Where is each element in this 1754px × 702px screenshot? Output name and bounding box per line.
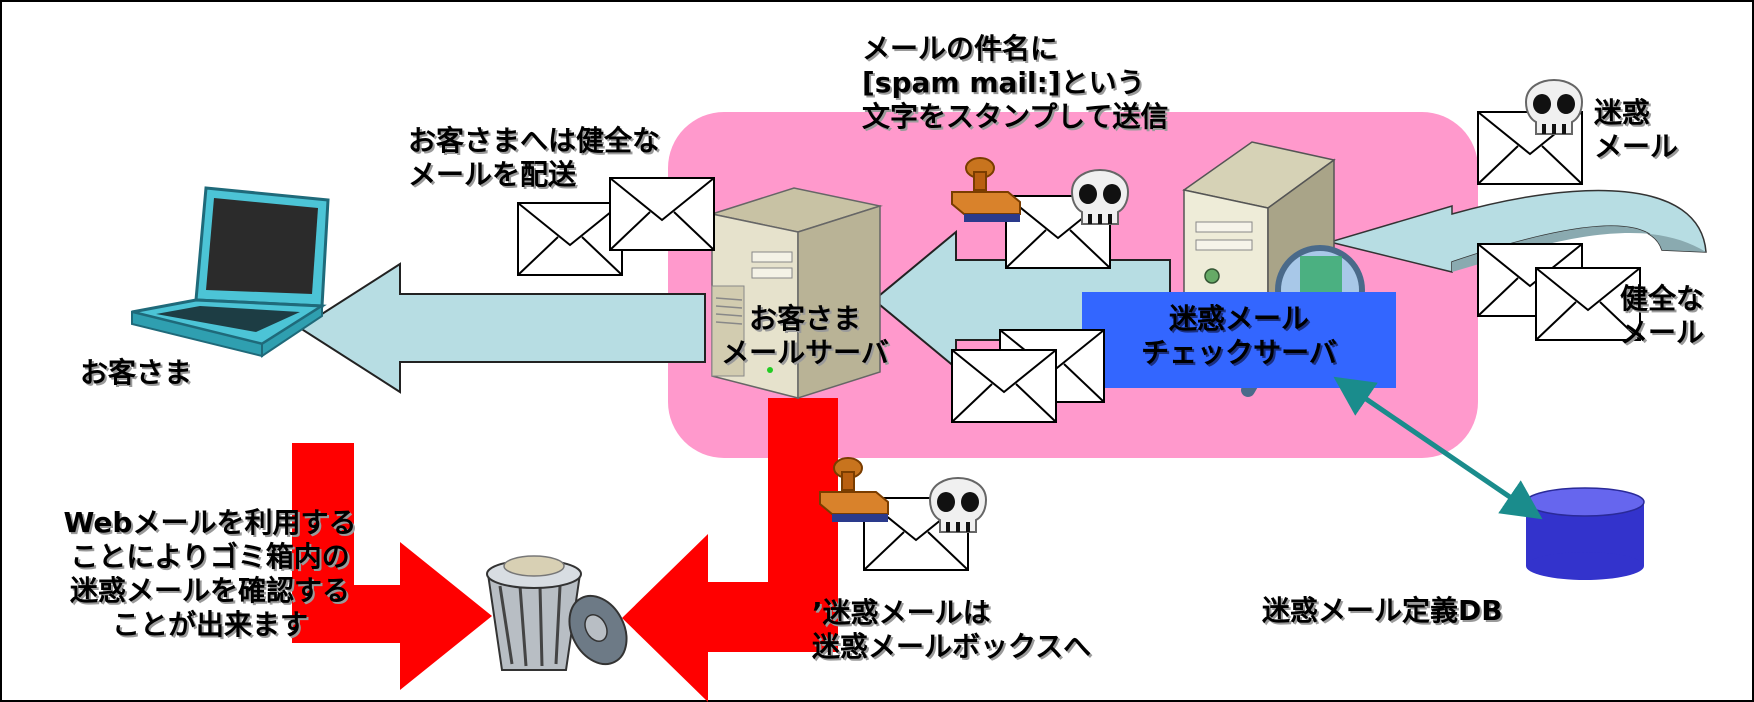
clean-mail-label: 健全な メール: [1620, 282, 1705, 349]
stamp-note: メールの件名に [spam mail:]という 文字をスタンプして送信: [862, 32, 1169, 133]
webmail-note: Webメールを利用する ことによりゴミ箱内の 迷惑メールを確認する ことが出来ま…: [63, 506, 357, 641]
spam-box-arrow: [622, 398, 838, 702]
webmail-arrow: [292, 443, 492, 690]
spam-mail-label: 迷惑 メール: [1594, 96, 1679, 163]
envelope-icon: [951, 349, 1057, 423]
spam-db-label: 迷惑メール定義DB: [1262, 594, 1503, 627]
check-server-label-box: [1082, 292, 1396, 388]
spam-box-note: ’迷惑メールは 迷惑メールボックスへ: [812, 596, 1092, 663]
customer-server-label: お客さま メールサーバ: [721, 302, 889, 369]
trash-can-icon: [486, 555, 628, 671]
customer-label: お客さま: [80, 356, 193, 389]
check-server-label: 迷惑メール チェックサーバ: [1141, 302, 1337, 369]
server-icon: [709, 187, 883, 400]
database-icon: [1525, 487, 1645, 580]
server-to-customer-arrow: [298, 262, 706, 394]
envelope-icon: [517, 202, 623, 276]
laptop-icon: [131, 186, 330, 358]
deliver-note: お客さまへは健全な メールを配送: [408, 124, 661, 191]
db-link-arrow: [1333, 376, 1543, 520]
